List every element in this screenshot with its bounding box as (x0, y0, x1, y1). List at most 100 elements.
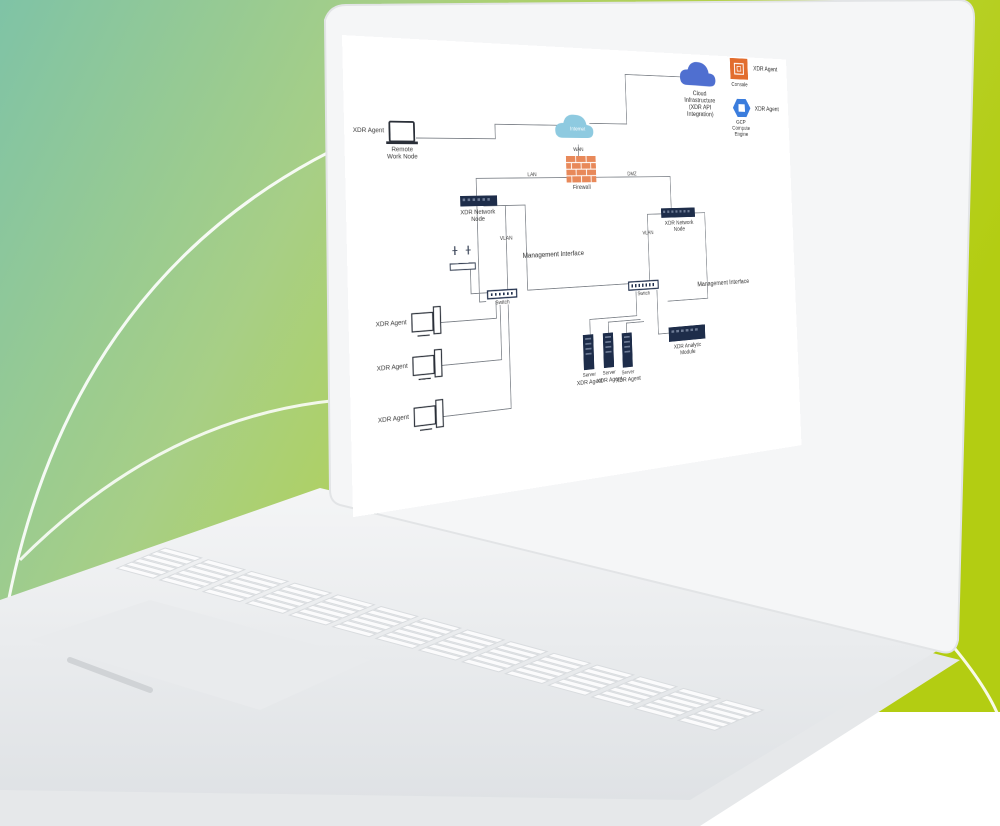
keyboard-key (520, 663, 567, 678)
link-server3 (626, 322, 644, 333)
keyboard-key (580, 667, 627, 682)
keyboard-key (347, 616, 394, 631)
keyboard-key (235, 574, 282, 589)
link-analytics (657, 289, 669, 334)
keyboard-key (140, 554, 187, 569)
keyboard-key (123, 561, 170, 576)
link-remote-internet (416, 123, 560, 139)
keyboard-key (588, 664, 636, 679)
keyboard-key (425, 643, 472, 658)
keyboard-key (547, 682, 594, 696)
keyboard (115, 547, 765, 731)
link-ap-switch (470, 268, 495, 294)
laptop-notch (67, 657, 153, 693)
keyboard-key (374, 635, 421, 649)
keyboard-key (148, 550, 195, 565)
server-2 (602, 332, 615, 369)
keyboard-key (243, 570, 290, 585)
internet-label: Internet (570, 127, 586, 133)
keyboard-key (287, 611, 335, 626)
keyboard-key (417, 646, 464, 661)
legend-gcp-label: XDR Agent (754, 105, 779, 113)
keyboard-key (131, 558, 178, 572)
keyboard-key (356, 612, 403, 627)
keyboard-key (304, 604, 351, 619)
legend-agent-label: XDR Agent (753, 65, 778, 73)
link-ws3 (433, 304, 511, 417)
keyboard-key (485, 648, 532, 662)
keyboard-key (537, 656, 584, 670)
keyboard-key (434, 639, 481, 654)
keyboard-key (658, 694, 705, 709)
keyboard-key (278, 586, 325, 600)
keyboard-key (572, 671, 619, 686)
keyboard-key (459, 629, 506, 644)
legend-gcp-caption: GCP Compute Engine (732, 119, 751, 138)
keyboard-key (555, 678, 602, 693)
keyboard-key (156, 547, 204, 562)
keyboard-key (503, 670, 551, 685)
keyboard-key (115, 565, 162, 579)
keyboard-key (209, 584, 256, 599)
remote-label: Remote Work Node (386, 146, 418, 161)
keyboard-key (477, 651, 524, 666)
keyboard-key (407, 621, 454, 635)
link-firewall-node1 (476, 177, 578, 195)
keyboard-key (460, 658, 507, 673)
keyboard-key (607, 686, 654, 701)
keyboard-key (529, 659, 576, 674)
cloud-icon (679, 61, 716, 87)
keyboard-key (451, 632, 498, 647)
keyboard-key (382, 631, 429, 646)
link-label-dmz: DMZ (627, 172, 637, 177)
link-label-lan: LAN (527, 172, 537, 178)
keyboard-key (175, 569, 222, 584)
link-server2 (608, 319, 641, 332)
link-internet-cloud (588, 73, 685, 125)
link-label-vlan-2: VLAN (642, 230, 654, 237)
console-icon (729, 57, 749, 80)
keyboard-key (623, 679, 670, 694)
keyboard-key (512, 666, 559, 681)
network-node-1-label: XDR Network Node (460, 209, 496, 223)
keyboard-key (676, 717, 723, 731)
network-node-2 (660, 207, 695, 218)
keyboard-key (502, 641, 549, 655)
keyboard-key (416, 617, 463, 632)
keyboard-key (545, 652, 592, 667)
keyboard-key (399, 624, 446, 639)
keyboard-key (494, 644, 541, 659)
switch-1 (488, 289, 517, 299)
compute-engine-icon (732, 98, 751, 118)
keyboard-key (633, 705, 680, 720)
server-3 (621, 332, 633, 368)
keyboard-key (718, 699, 765, 714)
internet-sublabel: WAN (573, 147, 584, 153)
server-1 (582, 334, 595, 371)
keyboard-key (226, 577, 273, 592)
firewall-label: Firewall (572, 184, 591, 191)
keyboard-key (590, 693, 637, 708)
keyboard-key (615, 683, 662, 697)
keyboard-key (244, 600, 291, 614)
diagram-canvas: XDR Agent Console XDR Agent GCP Compute … (342, 35, 802, 518)
touchpad (30, 600, 370, 710)
network-diagram (342, 57, 751, 517)
keyboard-key (693, 710, 740, 724)
legend-console-caption: Console (731, 82, 748, 88)
keyboard-key (391, 628, 438, 642)
keyboard-key (632, 676, 679, 690)
keyboard-key (321, 597, 368, 612)
keyboard-key (364, 609, 411, 624)
keyboard-key (329, 594, 376, 608)
remote-laptop-icon (386, 122, 418, 145)
keyboard-key (313, 601, 360, 615)
link-node1-switch (500, 205, 508, 296)
switch-2 (629, 280, 659, 290)
keyboard-key (701, 706, 748, 721)
keyboard-key (201, 588, 248, 603)
firewall-icon (566, 156, 596, 183)
link-firewall-node2 (590, 177, 672, 211)
